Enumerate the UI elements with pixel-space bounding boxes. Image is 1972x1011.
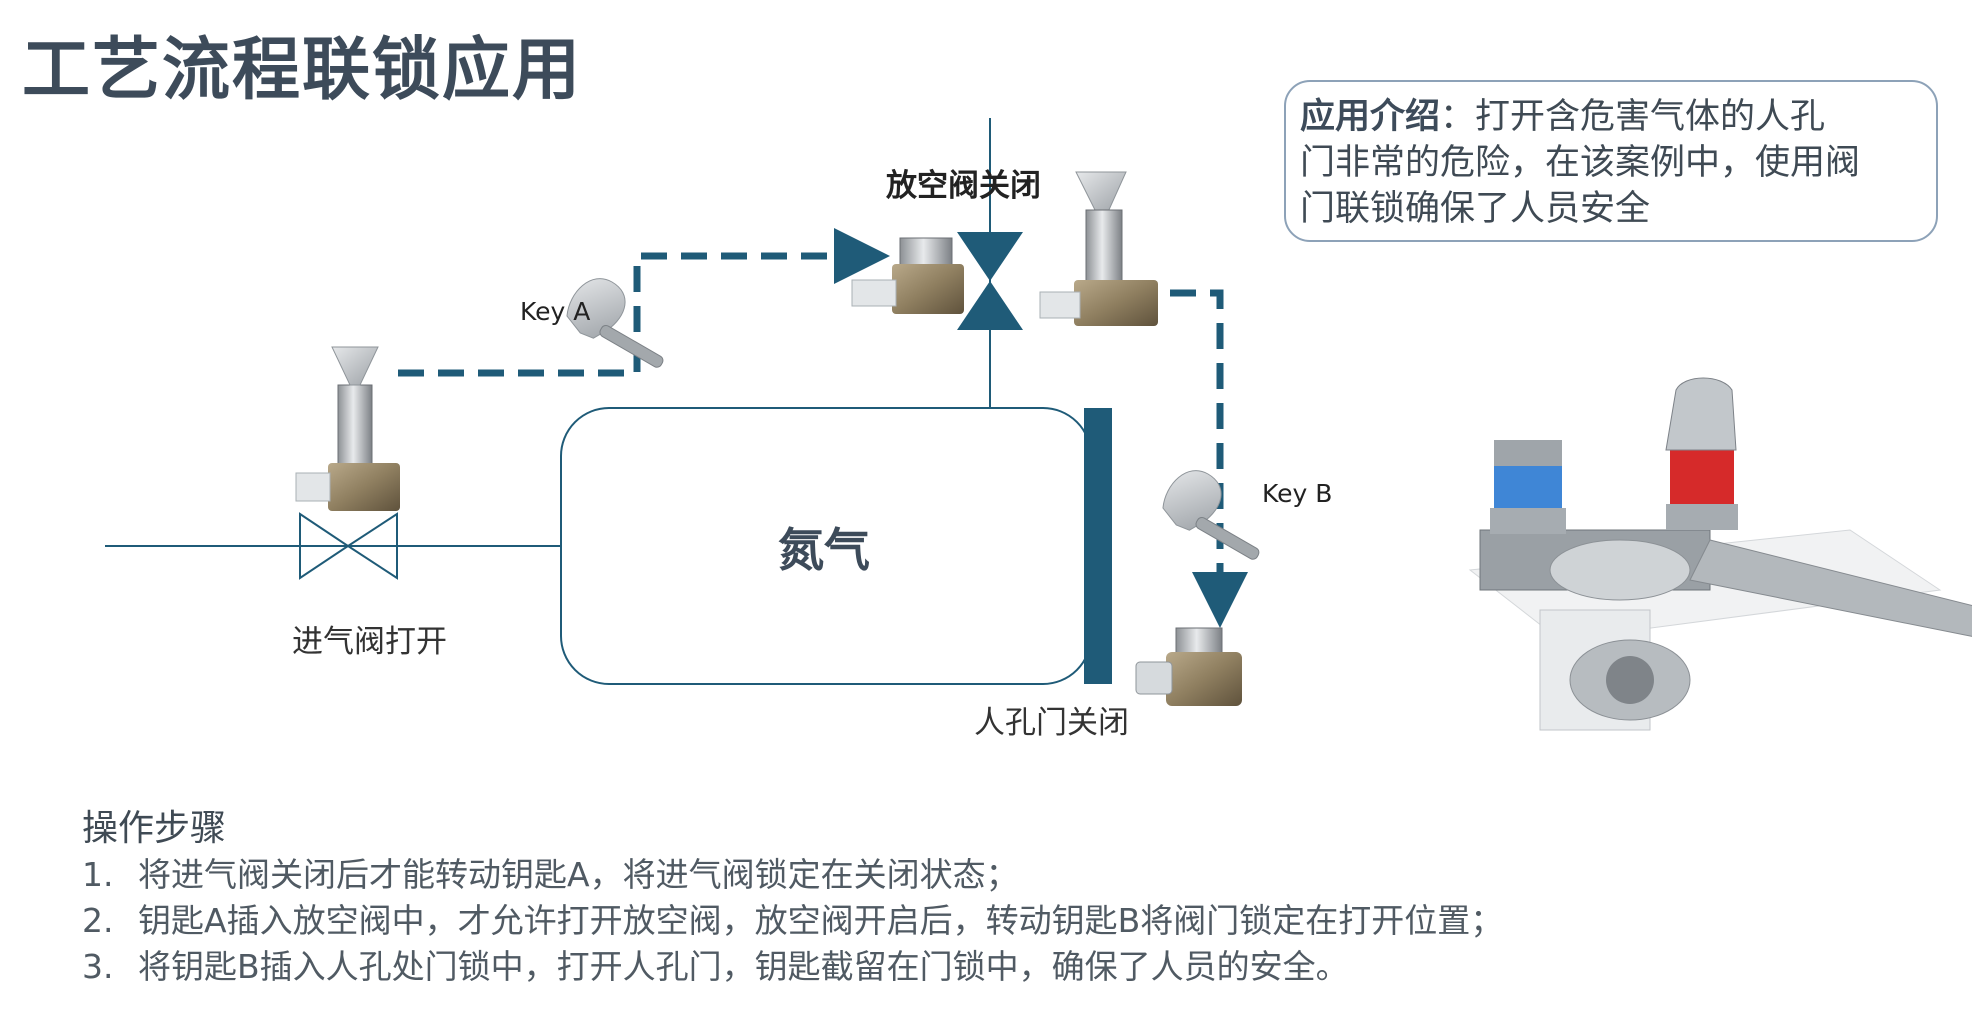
step-number: 2.: [82, 901, 114, 940]
inlet-interlock-icon: [295, 346, 400, 511]
page-title: 工艺流程联锁应用: [22, 31, 583, 110]
key-a-icon: [566, 278, 664, 368]
intro-separator: ：: [1440, 97, 1476, 137]
steps-title: 操作步骤: [82, 808, 227, 849]
steps-section: 操作步骤 1. 将进气阀关闭后才能转动钥匙A，将进气阀锁定在关闭状态； 2. 钥匙A…: [82, 806, 1942, 990]
step-text: 钥匙A插入放空阀中，才允许打开放空阀，放空阀开启后，转动钥匙B将阀门锁定在打开位…: [138, 901, 1504, 940]
key-a-label: Key A: [520, 297, 590, 326]
key-a-path: [398, 228, 890, 377]
step-item: 3. 将钥匙B插入人孔处门锁中，打开人孔门，钥匙截留在门锁中，确保了人员的安全。: [82, 944, 1942, 990]
vent-left-interlock-icon: [851, 237, 964, 314]
inlet-valve-label: 进气阀打开: [292, 624, 447, 660]
vent-right-interlock-icon: [1039, 171, 1158, 326]
step-item: 1. 将进气阀关闭后才能转动钥匙A，将进气阀锁定在关闭状态；: [82, 852, 1942, 898]
step-text: 将进气阀关闭后才能转动钥匙A，将进气阀锁定在关闭状态；: [138, 855, 1019, 894]
step-item: 2. 钥匙A插入放空阀中，才允许打开放空阀，放空阀开启后，转动钥匙B将阀门锁定在打…: [82, 898, 1942, 944]
step-number: 3.: [82, 947, 114, 986]
inlet-valve-symbol: [299, 512, 398, 580]
interlock-assembly-photo: [1468, 377, 1972, 731]
tank-label: 氮气: [778, 523, 870, 577]
intro-line-1: 应用介绍：打开含危害气体的人孔: [1300, 94, 1922, 140]
process-diagram: 放空阀关闭 Key A Key B 氮气 进气阀打开 人孔门关闭: [105, 118, 1972, 741]
vent-valve-symbol: [957, 232, 1023, 330]
manhole-label: 人孔门关闭: [974, 705, 1129, 741]
key-b-icon: [1162, 470, 1260, 560]
manhole-interlock-icon: [1135, 627, 1242, 706]
intro-heading: 应用介绍: [1300, 97, 1441, 137]
intro-text-1: 打开含危害气体的人孔: [1475, 97, 1826, 137]
intro-box: 应用介绍：打开含危害气体的人孔 门非常的危险，在该案例中，使用阀 门联锁确保了人…: [1284, 80, 1938, 242]
manhole-door: [1084, 408, 1112, 684]
step-text: 将钥匙B插入人孔处门锁中，打开人孔门，钥匙截留在门锁中，确保了人员的安全。: [138, 947, 1349, 986]
step-number: 1.: [82, 855, 114, 894]
key-b-path: [1130, 289, 1248, 628]
vent-valve-label: 放空阀关闭: [885, 168, 1041, 204]
intro-line-3: 门联锁确保了人员安全: [1300, 189, 1651, 229]
intro-line-2: 门非常的危险，在该案例中，使用阀: [1300, 143, 1861, 183]
key-b-label: Key B: [1262, 479, 1332, 508]
